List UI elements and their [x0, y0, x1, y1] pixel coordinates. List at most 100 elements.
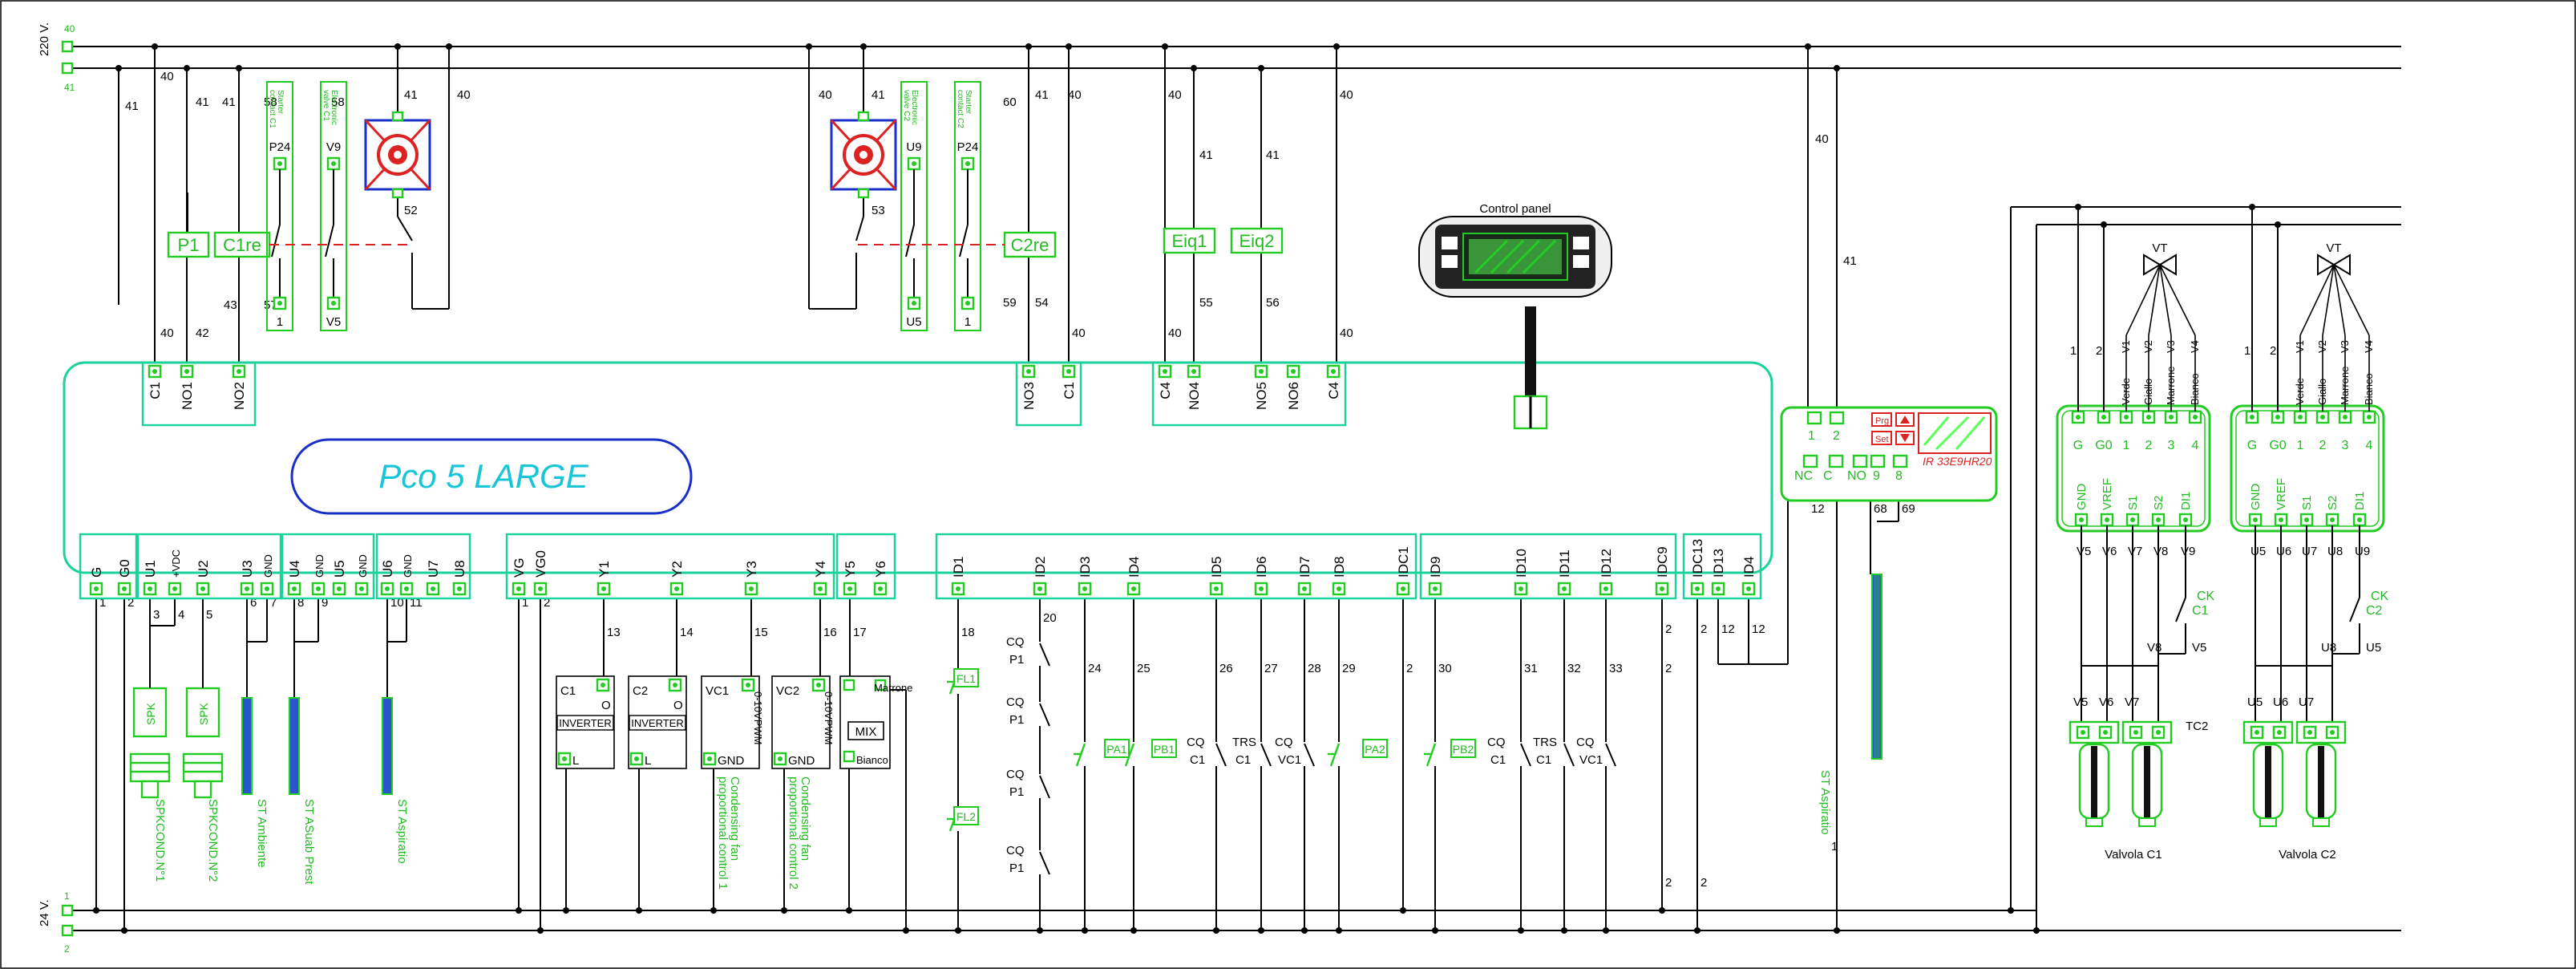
relay-label: Eiq1	[1171, 231, 1207, 251]
contact-label: CQ	[1006, 768, 1025, 781]
svg-text:Set: Set	[1875, 435, 1889, 444]
fan-2	[830, 111, 897, 199]
note-condensing-1: Condensing fan	[728, 776, 742, 861]
switch-label-box	[1104, 739, 1130, 758]
wire-number: 11	[410, 596, 423, 610]
controller-terminal-label: Y2	[669, 561, 685, 578]
temperature-probe	[382, 697, 393, 795]
svg-text:V1: V1	[2120, 340, 2132, 353]
module-tag: VC1	[706, 684, 729, 698]
svg-text:Bianco: Bianco	[856, 754, 888, 766]
contactor-note: Starter	[276, 90, 285, 115]
svg-text:V7: V7	[2125, 695, 2139, 709]
terminal-1	[61, 904, 74, 917]
svg-text:C: C	[1823, 469, 1833, 483]
svg-text:V8: V8	[2147, 641, 2161, 655]
svg-text:V4: V4	[2363, 340, 2375, 353]
valve-wire-color: Marrone	[2339, 367, 2351, 405]
wire-number: 40	[1168, 88, 1182, 102]
svg-text:proportional control 1: proportional control 1	[716, 776, 730, 890]
contactor-bottom: U5	[906, 315, 921, 329]
relay-label-box	[167, 231, 210, 258]
svg-text:V4: V4	[2189, 340, 2201, 353]
model-badge	[290, 438, 693, 515]
relay-label: C2re	[1011, 235, 1049, 255]
controller-terminal-label: ID7	[1297, 557, 1312, 578]
controller-terminal-label: U1	[143, 560, 158, 578]
wire-number: 2	[1665, 622, 1672, 636]
valve-pin: U9	[2355, 545, 2370, 558]
wire-number: 59	[1003, 296, 1017, 310]
svg-text:1: 1	[2070, 344, 2077, 358]
svg-text:2: 2	[2096, 344, 2102, 358]
svg-text:U7: U7	[2299, 695, 2314, 709]
valve-pin: V9	[2181, 545, 2195, 558]
controller-terminal-label: U6	[380, 560, 395, 578]
wire-number: 40	[1340, 326, 1353, 340]
valve-pin: V6	[2102, 545, 2117, 558]
wire-number: 2	[1700, 622, 1707, 636]
wire-number: 28	[1308, 662, 1321, 675]
contactor-tag: P24	[957, 140, 979, 154]
contactor-note: Starter	[964, 90, 973, 115]
svg-text:NC: NC	[1794, 469, 1813, 483]
svg-text:U5: U5	[2366, 641, 2381, 655]
svg-text:41: 41	[64, 82, 75, 93]
wire-number: 41	[125, 99, 139, 113]
svg-text:0-10VPWM: 0-10VPWM	[752, 691, 764, 744]
wire-number: 29	[1342, 662, 1356, 675]
wire-number: 25	[1137, 662, 1151, 675]
svg-text:U8: U8	[2321, 641, 2336, 655]
svg-text:9: 9	[1873, 469, 1880, 483]
module-input: L	[572, 754, 579, 768]
contact-label: VC1	[1278, 753, 1301, 767]
controller-terminal-label: U4	[287, 560, 302, 578]
controller-terminal-label: GND	[402, 554, 414, 578]
contact-label: P1	[1009, 862, 1024, 875]
valve-pin: V5	[2077, 545, 2091, 558]
wire-number: 7	[270, 596, 277, 610]
wire-number: 40	[1340, 88, 1353, 102]
wire-number: 10	[390, 596, 404, 610]
controller-terminal-label: NO4	[1187, 382, 1202, 410]
controller-terminal-label: Y1	[596, 561, 612, 578]
svg-text:Prg: Prg	[1875, 416, 1889, 426]
switch-label-box	[953, 668, 979, 687]
svg-text:NO: NO	[1847, 469, 1866, 483]
wire-number: 40	[457, 88, 471, 102]
wire-number: 40	[819, 88, 832, 102]
module-input: GND	[788, 754, 815, 768]
wire-number: 15	[754, 626, 768, 639]
svg-text:V2: V2	[2316, 340, 2328, 353]
contact-label: P1	[1009, 785, 1024, 799]
mix-module: MIX Bianco Marrone	[839, 675, 912, 769]
valve-terminal-label: 4	[2366, 439, 2373, 452]
contact-label: CQ	[1006, 844, 1025, 858]
switch-label-box	[1362, 739, 1388, 758]
controller-terminal-label: IDC1	[1396, 546, 1411, 578]
valve-wire-color: Bianco	[2363, 373, 2375, 405]
valve-wire-color: Marrone	[2165, 367, 2177, 405]
valve-terminal-label: G	[2247, 439, 2257, 452]
wire-number: 40	[160, 70, 174, 83]
valve-pin: U6	[2276, 545, 2291, 558]
module-tag: C2	[633, 684, 648, 698]
valve-terminal-label: 4	[2192, 439, 2199, 452]
wire-number: 40	[1072, 326, 1086, 340]
controller-terminal-label: NO6	[1286, 382, 1301, 410]
ck-label: CK	[2197, 590, 2215, 603]
controller-terminal-label: ID3	[1078, 557, 1093, 578]
controller-terminal-label: ID10	[1514, 549, 1529, 578]
contact-label: P1	[1009, 713, 1024, 727]
contact-label: CQ	[1006, 635, 1025, 649]
sensor-label: ST ASuab Prest	[302, 799, 316, 885]
valve-pin: V8	[2153, 545, 2168, 558]
switch-label: PB2	[1453, 743, 1474, 756]
wire-number: 33	[1609, 662, 1623, 675]
contact-label: CQ	[1006, 695, 1025, 709]
valve-terminal-label: GND	[2249, 484, 2263, 511]
valve-wire-color: Verde	[2120, 378, 2132, 405]
switch-label: FL1	[956, 672, 976, 685]
